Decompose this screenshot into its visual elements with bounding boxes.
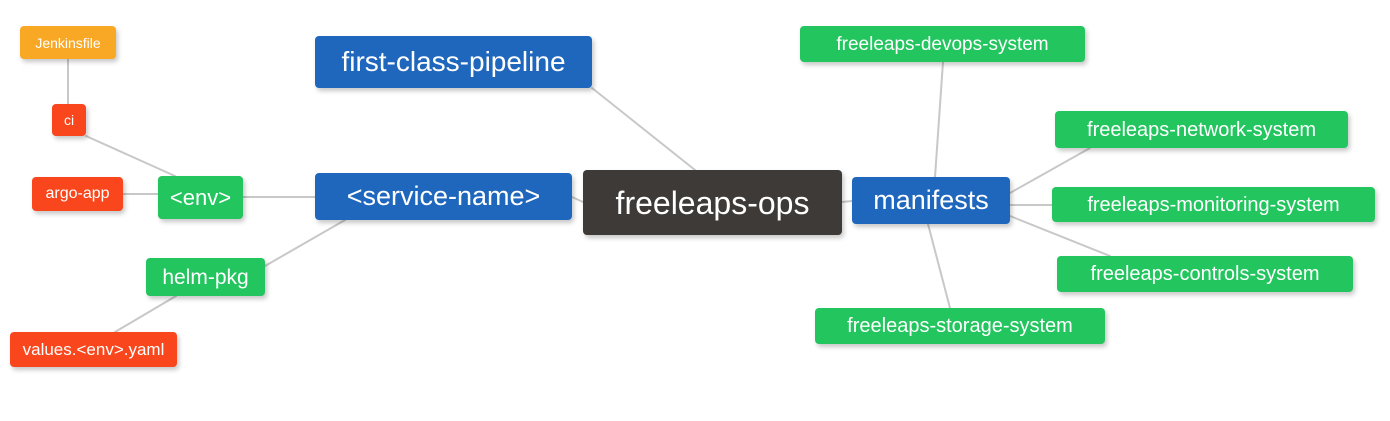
edge-env-to-ci bbox=[85, 135, 176, 177]
mindmap-node-helm-pkg[interactable]: helm-pkg bbox=[146, 258, 265, 296]
mindmap-node-values-yaml[interactable]: values.<env>.yaml bbox=[10, 332, 177, 367]
edge-helm-pkg-to-values-yaml bbox=[114, 295, 177, 333]
mindmap-node-network-system[interactable]: freeleaps-network-system bbox=[1055, 111, 1348, 148]
mindmap-node-monitoring-system[interactable]: freeleaps-monitoring-system bbox=[1052, 187, 1375, 222]
mindmap-node-label: Jenkinsfile bbox=[35, 34, 101, 51]
mindmap-node-service-name[interactable]: <service-name> bbox=[315, 173, 572, 220]
edge-service-name-to-helm-pkg bbox=[264, 219, 346, 267]
mindmap-node-label: <service-name> bbox=[346, 181, 541, 211]
mindmap-node-freeleaps-ops[interactable]: freeleaps-ops bbox=[583, 170, 842, 235]
mindmap-node-storage-system[interactable]: freeleaps-storage-system bbox=[815, 308, 1105, 344]
mindmap-node-jenkinsfile[interactable]: Jenkinsfile bbox=[20, 26, 116, 59]
mindmap-node-manifests[interactable]: manifests bbox=[852, 177, 1010, 224]
mindmap-node-env[interactable]: <env> bbox=[158, 176, 243, 219]
mindmap-node-label: <env> bbox=[169, 184, 232, 210]
edge-manifests-to-devops-system bbox=[934, 61, 944, 178]
mindmap-node-label: ci bbox=[63, 112, 75, 128]
mindmap-node-label: freeleaps-devops-system bbox=[836, 33, 1049, 55]
mindmap-node-label: values.<env>.yaml bbox=[22, 340, 165, 359]
mindmap-node-label: freeleaps-ops bbox=[615, 184, 810, 221]
mindmap-node-first-class-pipeline[interactable]: first-class-pipeline bbox=[315, 36, 592, 88]
mindmap-node-label: first-class-pipeline bbox=[341, 46, 566, 77]
mindmap-node-label: freeleaps-monitoring-system bbox=[1087, 193, 1340, 216]
edge-manifests-to-controls-system bbox=[1009, 215, 1111, 257]
mindmap-node-label: freeleaps-storage-system bbox=[847, 315, 1073, 337]
edge-freeleaps-ops-to-first-class-pipeline bbox=[591, 87, 696, 171]
mindmap-node-label: manifests bbox=[873, 185, 989, 215]
mindmap-node-label: argo-app bbox=[45, 185, 110, 202]
mindmap-node-controls-system[interactable]: freeleaps-controls-system bbox=[1057, 256, 1353, 292]
edge-freeleaps-ops-to-manifests bbox=[841, 200, 853, 203]
edge-manifests-to-storage-system bbox=[927, 223, 951, 309]
mindmap-node-devops-system[interactable]: freeleaps-devops-system bbox=[800, 26, 1085, 62]
mindmap-node-argo-app[interactable]: argo-app bbox=[32, 177, 123, 211]
mindmap-node-label: freeleaps-controls-system bbox=[1090, 263, 1320, 285]
mindmap-node-label: helm-pkg bbox=[162, 265, 249, 289]
mindmap-node-ci[interactable]: ci bbox=[52, 104, 86, 136]
mindmap-node-label: freeleaps-network-system bbox=[1087, 118, 1316, 141]
edge-freeleaps-ops-to-service-name bbox=[571, 196, 584, 203]
